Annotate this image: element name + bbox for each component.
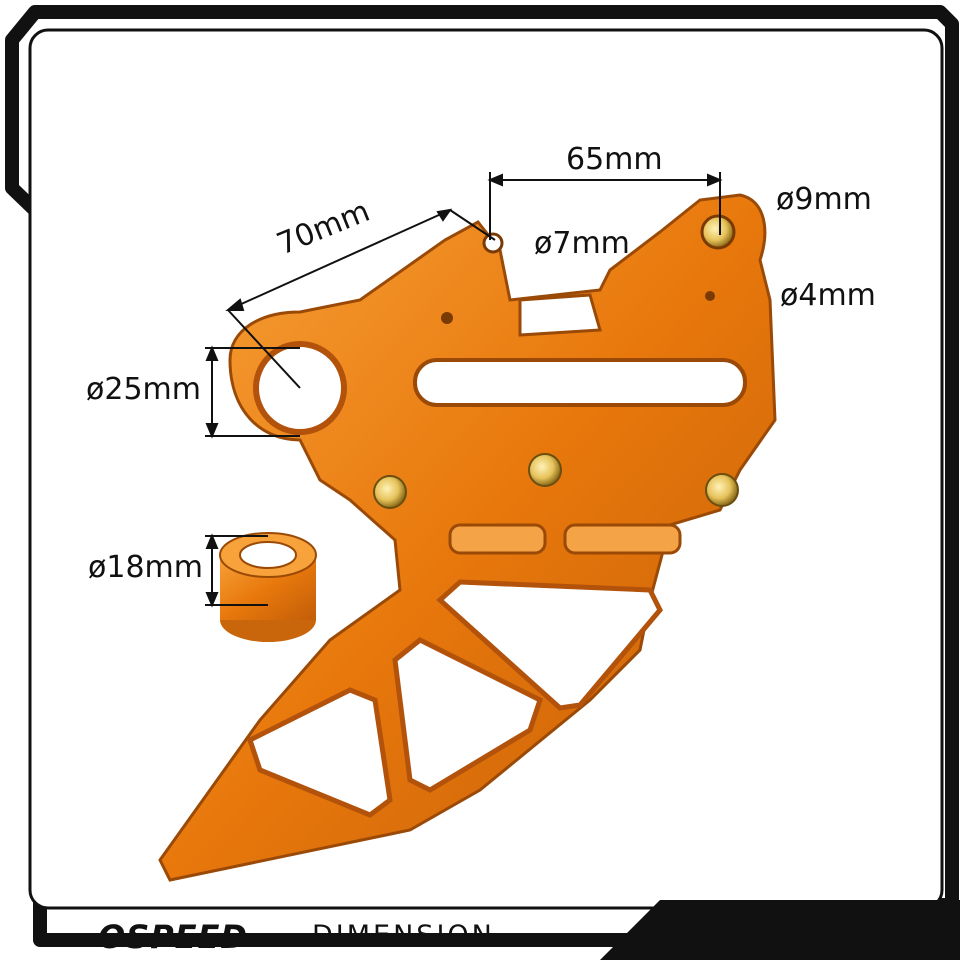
tri-cutout-mid bbox=[392, 637, 544, 793]
bolt-left bbox=[373, 475, 407, 509]
svg-text:OSPEED: OSPEED bbox=[98, 918, 248, 956]
label-65mm: 65mm bbox=[566, 142, 663, 177]
label-18mm: ø18mm bbox=[88, 550, 203, 585]
ospeed-logo: OSPEED bbox=[98, 918, 248, 956]
slot bbox=[413, 358, 747, 407]
tri-cutout-low bbox=[246, 687, 393, 818]
spacer-part bbox=[219, 532, 317, 642]
dimension-caption: DIMENSION bbox=[312, 920, 495, 951]
label-25mm: ø25mm bbox=[86, 372, 201, 407]
hole-4mm bbox=[705, 291, 715, 301]
bolt-right bbox=[705, 473, 739, 507]
pocket-right bbox=[563, 523, 682, 555]
hole-7mm bbox=[482, 232, 504, 254]
label-7mm: ø7mm bbox=[534, 226, 630, 261]
disc-guard-part bbox=[158, 193, 777, 882]
frame-corner-accent bbox=[600, 900, 960, 960]
hole-9mm-bolt bbox=[700, 214, 736, 250]
top-notch bbox=[518, 293, 602, 337]
label-4mm: ø4mm bbox=[780, 278, 876, 313]
screw-top bbox=[441, 312, 453, 324]
label-9mm: ø9mm bbox=[776, 182, 872, 217]
bolt-center bbox=[528, 453, 562, 487]
tri-cutout-top bbox=[436, 579, 663, 711]
dimension-lines bbox=[205, 172, 723, 608]
pocket-left bbox=[448, 523, 547, 555]
